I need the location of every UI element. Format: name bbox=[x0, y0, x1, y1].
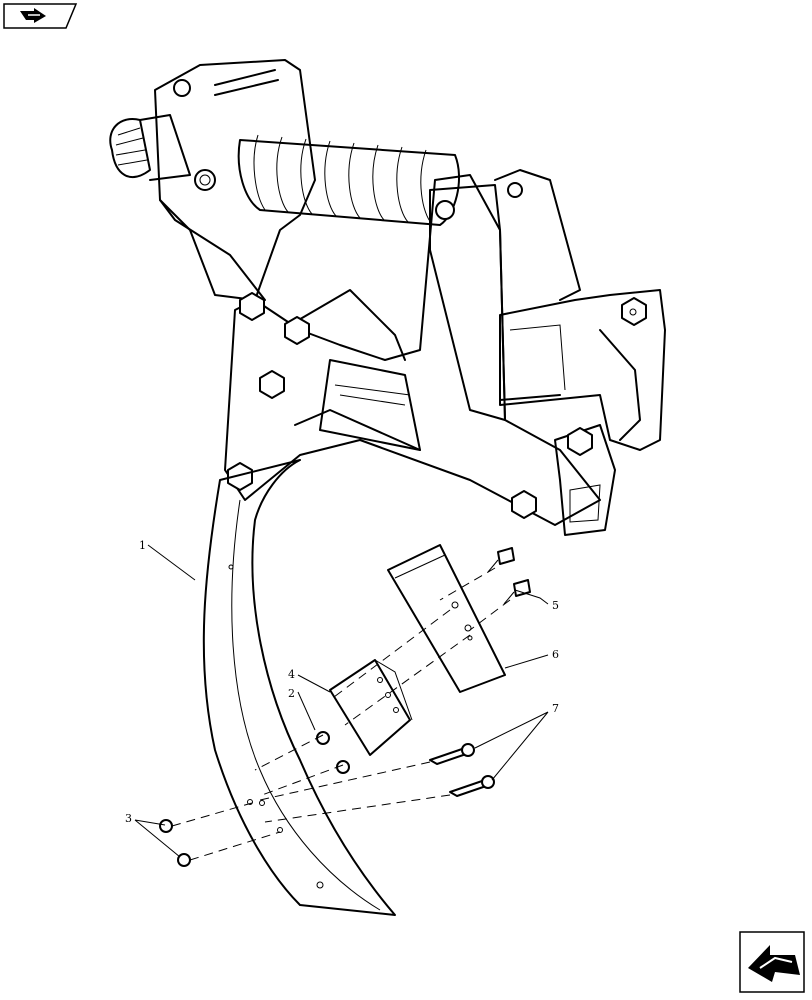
shin-bracket bbox=[329, 659, 413, 756]
callout-5: 5 bbox=[552, 599, 559, 612]
shank bbox=[202, 459, 396, 916]
callout-3: 3 bbox=[125, 812, 132, 825]
return-button[interactable] bbox=[739, 931, 805, 993]
shin-plate bbox=[387, 544, 506, 693]
assembly-lines bbox=[171, 567, 511, 861]
back-button[interactable] bbox=[3, 3, 78, 29]
callout-6: 6 bbox=[552, 648, 559, 661]
back-arrow-icon bbox=[20, 8, 46, 23]
leader-lines bbox=[134, 544, 549, 858]
spring bbox=[237, 134, 461, 226]
return-arrow-icon bbox=[748, 945, 800, 982]
callout-labels: 1 2 3 4 5 6 7 bbox=[125, 539, 559, 825]
callout-2: 2 bbox=[288, 687, 295, 700]
hardware bbox=[159, 547, 531, 867]
shank-mount-assembly bbox=[109, 59, 666, 536]
callout-1: 1 bbox=[139, 539, 146, 552]
callout-7: 7 bbox=[552, 702, 559, 715]
callout-4: 4 bbox=[288, 668, 295, 681]
